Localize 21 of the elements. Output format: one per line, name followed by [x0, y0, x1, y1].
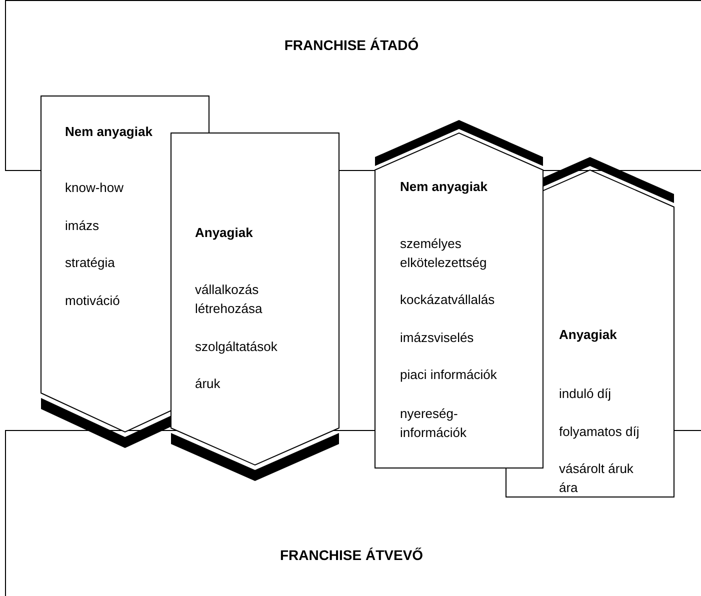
- item-text: vásárolt áruk ára: [559, 460, 634, 497]
- party-title: FRANCHISE ÁTADÓ: [283, 37, 420, 53]
- item-text: know-how: [65, 179, 125, 197]
- category-heading: Nem anyagiak: [400, 178, 488, 196]
- item-text: nyereség- információk: [400, 405, 468, 442]
- item-text: motiváció: [65, 292, 121, 310]
- item-text: imázs: [65, 217, 100, 235]
- party-title: FRANCHISE ÁTVEVŐ: [278, 547, 424, 563]
- category-heading: Nem anyagiak: [65, 123, 154, 141]
- item-text: szolgáltatások: [195, 338, 278, 356]
- item-text: kockázatvállalás: [400, 291, 496, 309]
- item-text: imázsviselés: [400, 329, 475, 347]
- item-text: folyamatos díj: [559, 423, 640, 441]
- item-text: vállalkozás létrehozása: [195, 281, 264, 318]
- item-text: személyes elkötelezettség: [400, 235, 488, 272]
- item-text: induló díj: [559, 385, 612, 403]
- category-heading: Anyagiak: [559, 326, 618, 344]
- item-text: piaci információk: [400, 366, 498, 384]
- item-text: áruk: [195, 375, 222, 393]
- category-heading: Anyagiak: [195, 224, 254, 242]
- item-text: stratégia: [65, 254, 116, 272]
